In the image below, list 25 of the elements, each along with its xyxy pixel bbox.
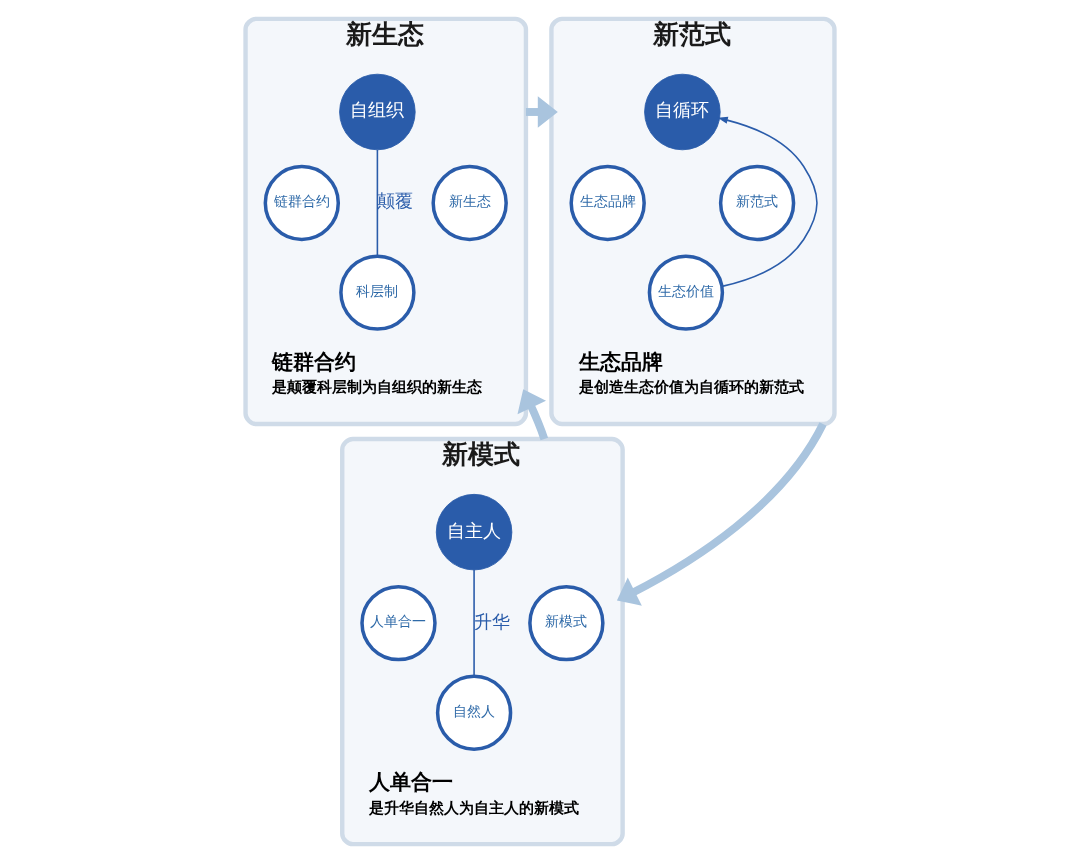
arrow [717,116,818,288]
arrow [517,389,549,441]
node-circle: 新生态 [431,164,508,242]
node-label: 是颠覆科层制为自组织的新生态 [271,378,482,397]
node-circle: 自主人 [435,493,513,571]
node-circle: 科层制 [339,254,416,331]
node-circle: 人单合一 [360,584,437,662]
node-circle: 链群合约 [263,164,341,242]
node-circle: 生态品牌 [569,164,646,242]
node-circle: 生态价值 [647,254,725,331]
connector [473,569,475,677]
node-circle: 自循环 [644,73,721,151]
node-label: 是升华自然人为自主人的新模式 [368,798,579,817]
node-circle: 自组织 [339,73,416,151]
node-circle: 自然人 [435,674,513,751]
connector [376,149,379,257]
node-label: 生态品牌 [578,349,663,375]
arrow [616,422,827,606]
node-label: 链群合约 [271,349,356,375]
edge-label: 颠覆 [377,191,414,212]
node-circle: 新范式 [718,164,796,242]
node-circle: 新模式 [528,584,605,662]
node-label: 是创造生态价值为自循环的新范式 [578,378,804,397]
node-label: 人单合一 [368,769,453,795]
edge-label: 升华 [474,611,511,632]
